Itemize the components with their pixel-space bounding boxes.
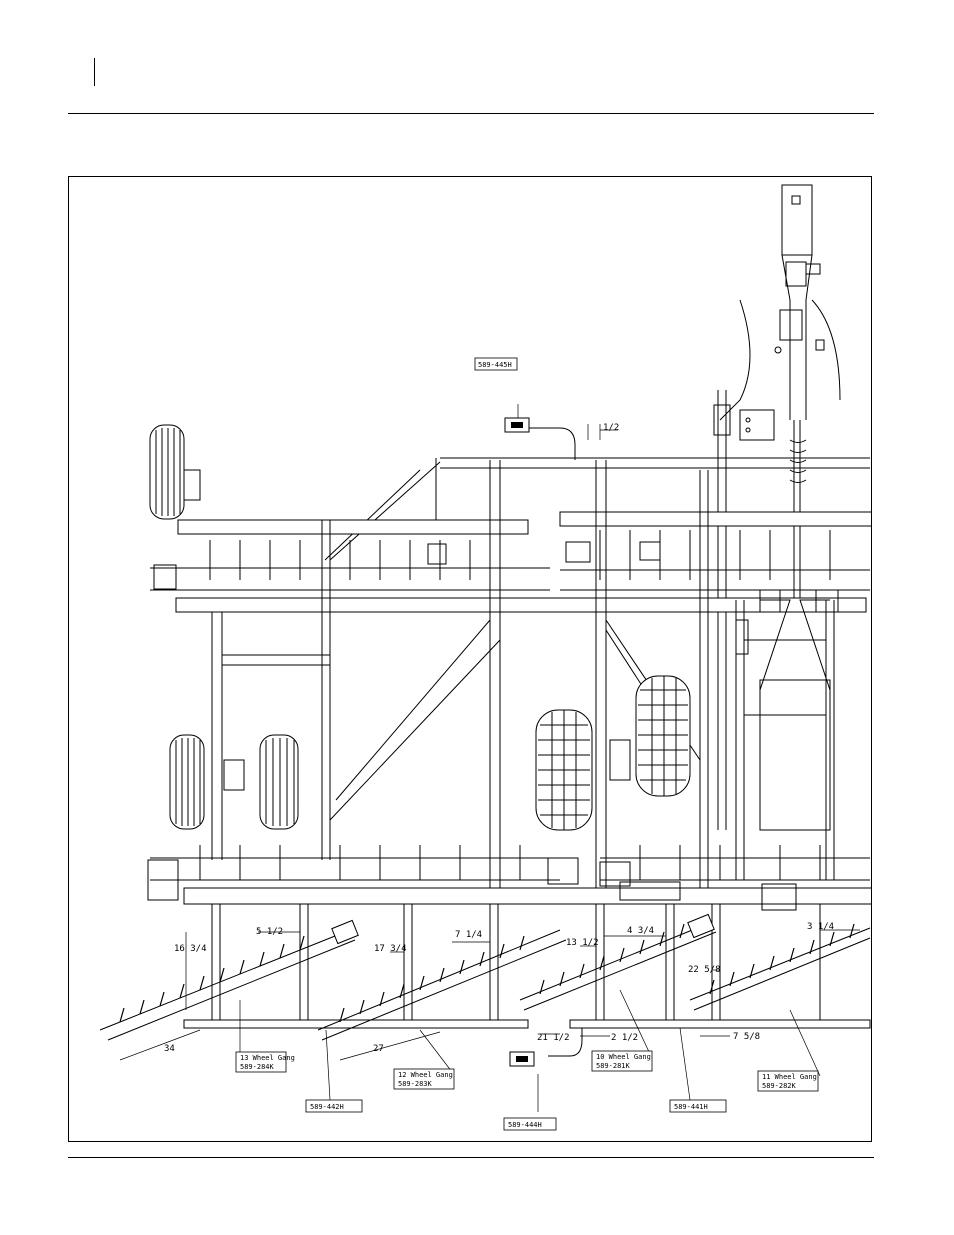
svg-text:12 Wheel Gang: 12 Wheel Gang	[398, 1071, 453, 1079]
gang-label-11: 11 Wheel Gang 589-282K	[758, 1071, 818, 1091]
dim-3-1-4: 3 1/4	[807, 922, 834, 932]
dim-13-1-2: 13 1/2	[566, 938, 599, 948]
dim-2-1-2: 2 1/2	[611, 1033, 638, 1043]
dim-7-1-4: 7 1/4	[455, 930, 482, 940]
dim-34: 34	[164, 1044, 175, 1054]
dim-5-1-2: 5 1/2	[256, 927, 283, 937]
svg-text:589-281K: 589-281K	[596, 1062, 631, 1070]
svg-text:589-441H: 589-441H	[674, 1103, 708, 1111]
dim-27: 27	[373, 1044, 384, 1054]
svg-text:10 Wheel Gang: 10 Wheel Gang	[596, 1053, 651, 1061]
svg-text:13 Wheel Gang: 13 Wheel Gang	[240, 1054, 295, 1062]
gauge-wheels	[150, 425, 690, 830]
svg-text:11 Wheel Gang: 11 Wheel Gang	[762, 1073, 817, 1081]
svg-text:589-282K: 589-282K	[762, 1082, 797, 1090]
leader-lines	[240, 404, 820, 1112]
dim-17-3-4: 17 3/4	[374, 944, 407, 954]
hitch-tongue	[714, 185, 840, 830]
rear-frame	[150, 458, 872, 612]
dim-22-5-8: 22 5/8	[688, 965, 721, 975]
svg-text:589-445H: 589-445H	[478, 361, 512, 369]
part-label-444h: 589-444H	[504, 1118, 556, 1130]
dim-half-top: 1/2	[603, 423, 619, 433]
dim-16-3-4: 16 3/4	[174, 944, 207, 954]
gang-label-13: 13 Wheel Gang 589-284K	[236, 1052, 295, 1072]
connector-symbol-bottom	[510, 1052, 534, 1066]
gang-label-10: 10 Wheel Gang 589-281K	[592, 1051, 652, 1071]
part-label-441h: 589-441H	[670, 1100, 726, 1112]
dim-21-1-2: 21 1/2	[537, 1033, 570, 1043]
dim-4-3-4: 4 3/4	[627, 926, 654, 936]
svg-text:589-442H: 589-442H	[310, 1103, 344, 1111]
part-label-445h: 589-445H	[475, 358, 517, 370]
dim-7-5-8: 7 5/8	[733, 1032, 760, 1042]
gang-label-12: 12 Wheel Gang 589-283K	[394, 1069, 454, 1089]
svg-text:589-283K: 589-283K	[398, 1080, 433, 1088]
part-label-442h: 589-442H	[306, 1100, 362, 1112]
svg-text:589-284K: 589-284K	[240, 1063, 275, 1071]
svg-text:589-444H: 589-444H	[508, 1121, 542, 1129]
connector-symbol-top	[505, 418, 529, 432]
